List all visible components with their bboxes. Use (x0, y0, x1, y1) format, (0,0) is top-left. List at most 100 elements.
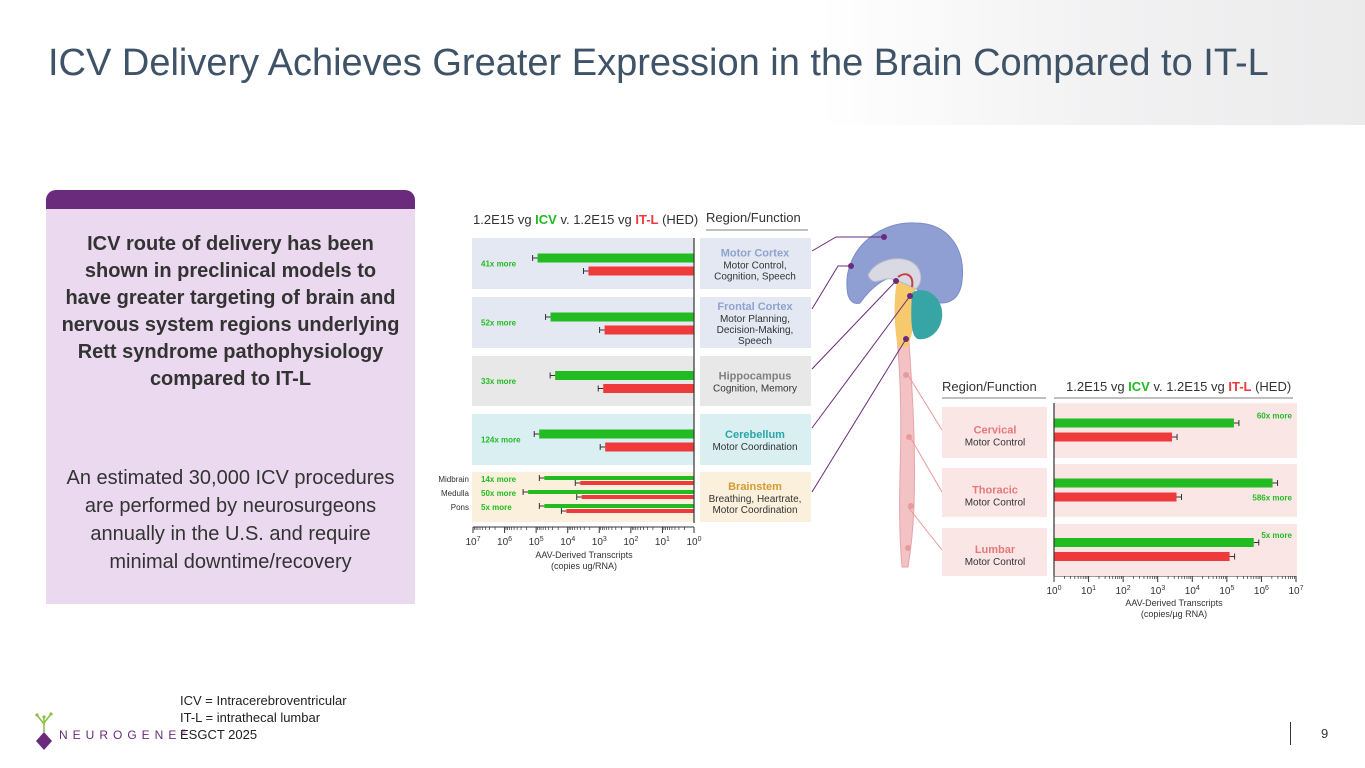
tick-label-exponent: 4 (1196, 585, 1200, 592)
tick-label: 101 (655, 536, 670, 548)
tick-label: 104 (1185, 585, 1200, 597)
icv-bar (544, 476, 694, 480)
footnotes: ICV = Intracerebroventricular IT-L = int… (180, 692, 347, 743)
region-function: Cognition, Speech (714, 272, 796, 283)
callout-normal-text: An estimated 30,000 ICV procedures are p… (66, 467, 395, 573)
region-function: Decision-Making, (717, 325, 794, 336)
tick-label-exponent: 5 (1230, 585, 1234, 592)
region-background (942, 528, 1047, 576)
cerebellum-shape (911, 290, 943, 340)
annotation: 41x more (481, 260, 517, 269)
annotation: 14x more (481, 475, 517, 484)
icv-bar (555, 371, 694, 380)
region-function: Cognition, Memory (713, 384, 797, 395)
region-name: Cerebellum (725, 429, 785, 441)
tick-label-base: 10 (1185, 586, 1197, 597)
tick-label-base: 10 (1288, 586, 1300, 597)
itl-bar (580, 481, 694, 485)
chart-title-part: v. 1.2E15 vg (1150, 379, 1229, 394)
tick-label-base: 10 (1219, 586, 1231, 597)
region-name: Frontal Cortex (717, 301, 793, 313)
region-header: Region/Function (706, 210, 801, 225)
region-name: Motor Cortex (721, 248, 790, 260)
tick-label-base: 10 (1150, 586, 1162, 597)
tick-label-exponent: 6 (508, 536, 512, 543)
chart-title-part: (HED) (1251, 379, 1291, 394)
tick-label: 101 (1081, 585, 1096, 597)
axis-label: (copies ug/RNA) (551, 561, 617, 571)
row-sublabel: Medulla (441, 489, 470, 498)
region-background (942, 407, 1047, 458)
tick-label: 103 (592, 536, 607, 548)
itl-bar (566, 509, 694, 513)
annotation: 50x more (481, 489, 517, 498)
neurogene-logo-icon (35, 712, 53, 750)
tick-label-exponent: 0 (698, 536, 702, 543)
region-header: Region/Function (942, 379, 1037, 394)
itl-bar (605, 442, 694, 452)
annotation: 60x more (1257, 412, 1293, 421)
tick-label-base: 10 (686, 537, 698, 548)
icv-bar (544, 504, 694, 508)
tick-label-exponent: 5 (540, 536, 544, 543)
footnote-line: IT-L = intrathecal lumbar (180, 710, 321, 725)
region-background (700, 414, 811, 465)
logo-wordmark: NEUROGENE® (59, 728, 186, 742)
tick-label-base: 10 (465, 537, 477, 548)
footnote-line: ESGCT 2025 (180, 727, 258, 742)
itl-bar (603, 384, 694, 393)
callout-box: ICV route of delivery has been shown in … (46, 190, 415, 604)
tick-label-exponent: 3 (1161, 585, 1165, 592)
tick-label: 105 (529, 536, 544, 548)
page-number: 9 (1321, 726, 1329, 741)
tick-label-exponent: 1 (1092, 585, 1096, 592)
icv-bar (528, 490, 694, 494)
tick-label-exponent: 7 (477, 536, 481, 543)
band-background (472, 238, 694, 289)
band-background (472, 297, 694, 348)
logo-text: NEUROGENE (59, 728, 182, 742)
tick-label: 105 (1219, 585, 1234, 597)
icv-bar (1054, 418, 1234, 428)
axis-label: (copies/µg RNA) (1141, 609, 1207, 619)
tick-label: 107 (465, 536, 480, 548)
node-dot (905, 545, 911, 551)
tick-label: 100 (1046, 585, 1061, 597)
tick-label-base: 10 (529, 537, 541, 548)
tick-label-exponent: 4 (571, 536, 575, 543)
logo-registered-mark: ® (181, 730, 186, 736)
footnote-line: ICV = Intracerebroventricular (180, 693, 347, 708)
tick-label-exponent: 6 (1265, 585, 1269, 592)
region-function: Speech (738, 336, 772, 347)
icv-bar (550, 312, 694, 322)
chart-title-part: ICV (1128, 379, 1150, 394)
chart-title-part: IT-L (1228, 379, 1251, 394)
tick-label-exponent: 2 (634, 536, 638, 543)
icv-bar (1054, 538, 1254, 547)
region-background (942, 468, 1047, 517)
tick-label: 107 (1288, 585, 1303, 597)
icv-bar (1054, 478, 1273, 488)
region-function: Motor Control (965, 438, 1026, 449)
tick-label: 106 (497, 536, 512, 548)
band-background (1054, 403, 1297, 458)
region-function: Breathing, Heartrate, (709, 494, 802, 505)
node-dot (906, 434, 912, 440)
chart-title: 1.2E15 vg ICV v. 1.2E15 vg IT-L (HED) (1066, 379, 1291, 394)
axis-label: AAV-Derived Transcripts (1125, 598, 1223, 608)
tick-label-exponent: 2 (1127, 585, 1131, 592)
callout-bold-text: ICV route of delivery has been shown in … (61, 233, 400, 390)
page-title: ICV Delivery Achieves Greater Expression… (48, 42, 1269, 84)
chart-title-part: 1.2E15 vg (473, 212, 535, 227)
region-background (700, 238, 811, 289)
region-name: Cervical (974, 425, 1017, 437)
itl-bar (1054, 432, 1173, 442)
tick-label: 100 (686, 536, 701, 548)
region-function: Motor Control (965, 557, 1026, 568)
tick-label-base: 10 (1254, 586, 1266, 597)
tick-label-base: 10 (1116, 586, 1128, 597)
region-background (700, 356, 811, 406)
tick-label-base: 10 (592, 537, 604, 548)
tick-label: 103 (1150, 585, 1165, 597)
region-function: Motor Control, (723, 261, 786, 272)
